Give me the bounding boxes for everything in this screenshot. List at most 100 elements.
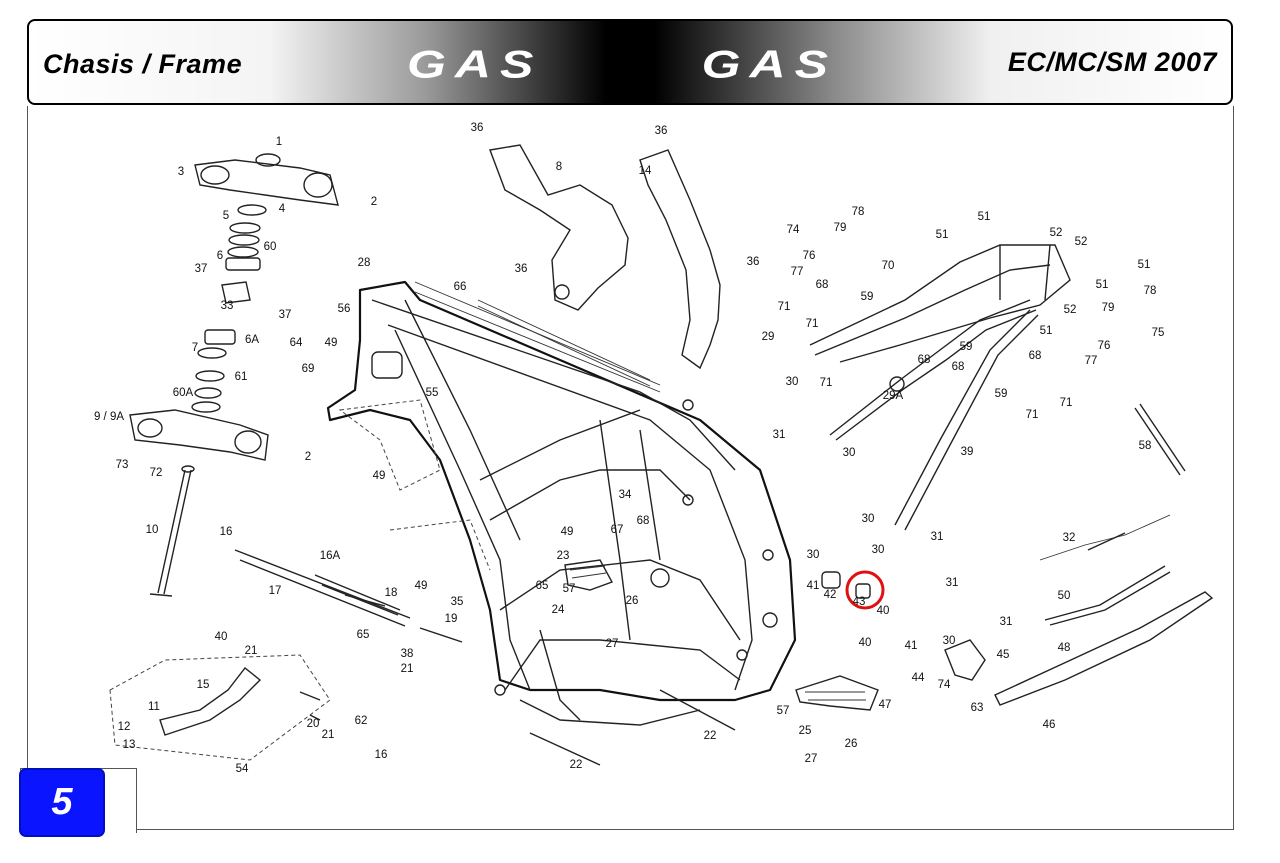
callout-30: 30	[843, 447, 856, 459]
callout-68: 68	[637, 515, 650, 527]
callout-60a: 60A	[173, 387, 194, 399]
callout-74: 74	[787, 224, 800, 236]
callout-40: 40	[859, 637, 872, 649]
callout-13: 13	[123, 739, 136, 751]
callout-71: 71	[806, 318, 819, 330]
callout-74: 74	[938, 679, 951, 691]
callout-31: 31	[1000, 616, 1013, 628]
callout-22: 22	[570, 759, 583, 771]
callout-27: 27	[606, 638, 619, 650]
callout-73: 73	[116, 459, 129, 471]
callout-57: 57	[563, 583, 576, 595]
callout-20: 20	[307, 718, 320, 730]
callout-36: 36	[747, 256, 760, 268]
main-frame	[326, 280, 797, 726]
model-title: EC/MC/SM 2007	[1007, 47, 1217, 77]
brand-word-left: GAS	[407, 42, 543, 86]
callout-28: 28	[358, 257, 371, 269]
callout-49: 49	[415, 580, 428, 592]
callout-14: 14	[639, 165, 652, 177]
callout-51: 51	[936, 229, 949, 241]
callout-50: 50	[1058, 590, 1071, 602]
callout-51: 51	[978, 211, 991, 223]
callout-25: 25	[799, 725, 812, 737]
callout-49: 49	[325, 337, 338, 349]
callout-30: 30	[786, 376, 799, 388]
pivot-shafts	[234, 549, 736, 766]
callout-17: 17	[269, 585, 282, 597]
callout-68: 68	[952, 361, 965, 373]
callout-76: 76	[803, 250, 816, 262]
callout-46: 46	[1043, 719, 1056, 731]
callout-75: 75	[1152, 327, 1165, 339]
callout-63: 63	[971, 702, 984, 714]
callout-62: 62	[355, 715, 368, 727]
callout-78: 78	[1144, 285, 1157, 297]
callout-52: 52	[1050, 227, 1063, 239]
callout-35: 35	[451, 596, 464, 608]
callout-71: 71	[778, 301, 791, 313]
callout-52: 52	[1075, 236, 1088, 248]
footrests	[564, 559, 986, 711]
subframe	[809, 244, 1071, 531]
callout-21: 21	[245, 645, 258, 657]
callout-4: 4	[279, 203, 286, 215]
callout-19: 19	[445, 613, 458, 625]
callout-99a: 9 / 9A	[94, 411, 124, 423]
callout-52: 52	[1064, 304, 1077, 316]
callout-15: 15	[197, 679, 210, 691]
side-stand-assembly	[109, 403, 1214, 761]
callout-16a: 16A	[320, 550, 341, 562]
callout-24: 24	[552, 604, 565, 616]
callout-70: 70	[882, 260, 895, 272]
callout-77: 77	[791, 266, 804, 278]
callout-79: 79	[1102, 302, 1115, 314]
callout-39: 39	[961, 446, 974, 458]
callout-21: 21	[322, 729, 335, 741]
callout-77: 77	[1085, 355, 1098, 367]
callout-12: 12	[118, 721, 131, 733]
callout-1: 1	[276, 136, 282, 148]
callout-65: 65	[536, 580, 549, 592]
callout-59: 59	[995, 388, 1008, 400]
callout-76: 76	[1098, 340, 1111, 352]
callout-59: 59	[960, 341, 973, 353]
steering-assembly	[129, 153, 339, 597]
callout-78: 78	[852, 206, 865, 218]
callout-32: 32	[1063, 532, 1076, 544]
callout-8: 8	[556, 161, 562, 173]
callout-29: 29	[762, 331, 775, 343]
callout-69: 69	[302, 363, 315, 375]
callout-31: 31	[773, 429, 786, 441]
highlighted-part-43	[821, 570, 885, 610]
callout-30: 30	[943, 635, 956, 647]
callout-26: 26	[626, 595, 639, 607]
callout-45: 45	[997, 649, 1010, 661]
callout-2: 2	[305, 451, 311, 463]
callout-11: 11	[148, 701, 160, 713]
callout-49: 49	[373, 470, 386, 482]
callout-37: 37	[195, 263, 208, 275]
callout-2: 2	[371, 196, 377, 208]
callout-58: 58	[1139, 440, 1152, 452]
callout-59: 59	[861, 291, 874, 303]
callout-41: 41	[807, 580, 820, 592]
callout-37: 37	[279, 309, 292, 321]
callout-47: 47	[879, 699, 892, 711]
callout-71: 71	[1026, 409, 1039, 421]
callout-41: 41	[905, 640, 918, 652]
callout-60: 60	[264, 241, 277, 253]
callout-51: 51	[1138, 259, 1151, 271]
callout-42: 42	[824, 589, 837, 601]
callout-31: 31	[946, 577, 959, 589]
brand-logo: GAS GAS	[407, 35, 837, 93]
callout-3: 3	[178, 166, 184, 178]
callout-40: 40	[877, 605, 890, 617]
callout-18: 18	[385, 587, 398, 599]
page-number-badge: 5	[19, 768, 105, 837]
callout-40: 40	[215, 631, 228, 643]
callout-71: 71	[820, 377, 833, 389]
callout-16: 16	[375, 749, 388, 761]
